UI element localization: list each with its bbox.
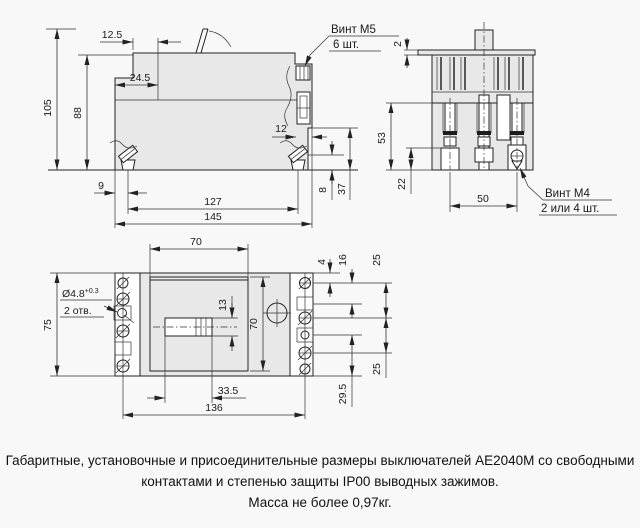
mounting-hole-right — [300, 330, 310, 340]
arc-vent-ribs — [436, 57, 524, 90]
caption-line-1: Габаритные, установочные и присоединител… — [5, 453, 635, 468]
dim-foot-axis-height: 8 — [317, 187, 329, 193]
dim-terminal-zone-height: 22 — [396, 178, 408, 190]
mounting-foot-left — [109, 140, 139, 171]
pole-2 — [474, 22, 494, 170]
plan-view: 75 70 70 13 33.5 136 4 16 25 25 29.5 Ø4.… — [42, 236, 392, 419]
caption-line-2: контактами и степенью защиты IP00 выводн… — [141, 474, 499, 489]
dim-contact-zone-height: 53 — [376, 132, 388, 144]
terminal-screw-m5 — [284, 65, 311, 127]
hole-qty-label: 2 отв. — [64, 305, 92, 317]
dim-terminal-ledge-height: 37 — [336, 183, 348, 195]
dim-ledge-depth: 24.5 — [130, 72, 151, 84]
toggle-handle-side — [195, 28, 232, 54]
dim-pole-spacing: 50 — [477, 193, 489, 205]
screw-m4-qty: 2 или 4 шт. — [541, 203, 599, 215]
dim-aux-contact-offset: 16 — [337, 254, 349, 266]
screw-m4-label: Винт М4 — [545, 188, 590, 200]
dim-mounting-hole-offset: 29.5 — [337, 384, 349, 405]
dim-slot-length: 33.5 — [218, 385, 239, 397]
dim-cover-height: 70 — [248, 318, 260, 330]
front-view: 2 53 22 50 Винт М4 2 или 4 шт. — [376, 22, 617, 216]
hole-diameter-label: Ø4.8+0.3 — [62, 288, 99, 300]
side-view: 105 88 12.5 24.5 12 9 127 145 8 37 Винт … — [42, 24, 399, 228]
mounting-foot-right — [279, 140, 309, 171]
pole-1 — [440, 98, 460, 171]
breaker-body-side — [114, 52, 313, 171]
dim-body-height: 88 — [72, 107, 84, 119]
screw-m5-label: Винт М5 — [331, 24, 376, 36]
dim-foot-offset: 9 — [98, 180, 104, 192]
terminal-column-right — [296, 273, 314, 419]
drawing-caption: Габаритные, установочные и присоединител… — [0, 450, 640, 513]
screw-m5-callout: Винт М5 6 шт. — [304, 24, 399, 67]
dim-foot-spacing: 127 — [204, 196, 222, 208]
dim-slot-height: 13 — [217, 299, 229, 311]
dim-terminal-row-spacing: 136 — [205, 402, 223, 414]
dim-pole-pitch-lower: 25 — [371, 363, 383, 375]
caption-line-3: Масса не более 0,97кг. — [248, 495, 392, 510]
screw-m4-callout: Винт М4 2 или 4 шт. — [519, 167, 617, 216]
dim-cover-width: 70 — [190, 236, 202, 248]
test-button — [263, 299, 291, 327]
mounting-hole-left — [117, 308, 127, 318]
dim-terminal-depth: 12 — [275, 123, 287, 135]
technical-drawing: 105 88 12.5 24.5 12 9 127 145 8 37 Винт … — [42, 22, 617, 419]
pole-terminals-front — [440, 22, 527, 171]
screw-m5-qty: 6 шт. — [333, 39, 359, 51]
dim-overall-width: 75 — [42, 319, 54, 331]
dim-overall-depth: 145 — [204, 211, 222, 223]
mounting-hole-callout: Ø4.8+0.3 2 отв. — [60, 288, 135, 324]
dim-pole-pitch-upper: 25 — [371, 254, 383, 266]
terminal-column-left — [113, 273, 132, 419]
mounting-flange — [417, 49, 536, 56]
dim-flange-thickness: 2 — [392, 41, 404, 47]
dim-cover-step: 12.5 — [102, 29, 123, 41]
dim-top-edge-offset: 4 — [316, 259, 328, 265]
handle-slot — [153, 317, 237, 337]
pole-3 — [507, 98, 527, 171]
dim-overall-height: 105 — [42, 99, 54, 117]
